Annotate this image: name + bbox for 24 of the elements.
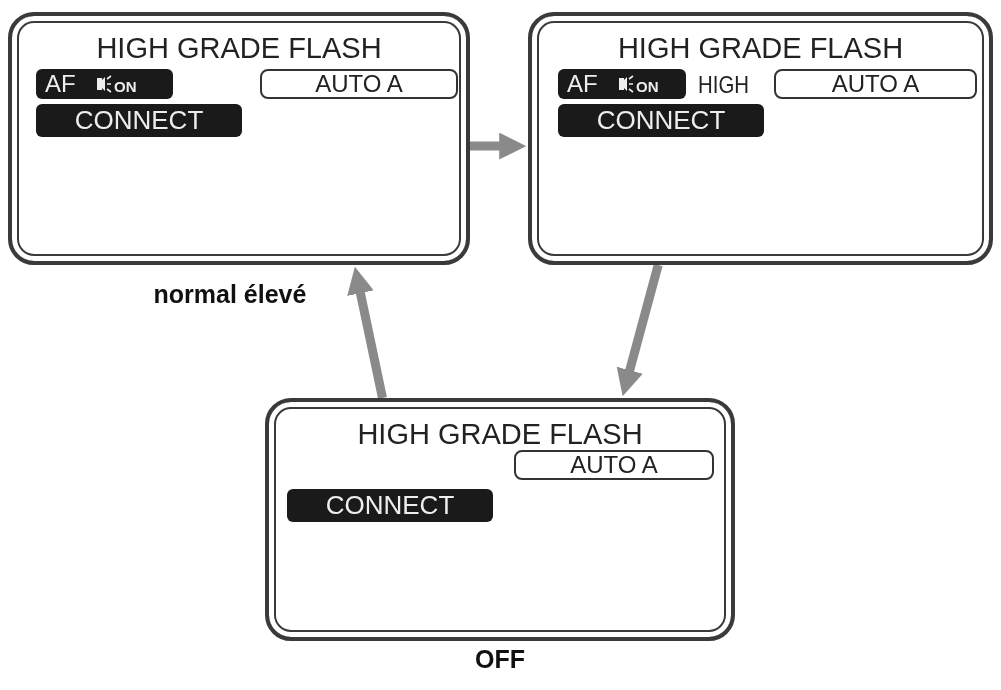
- screen-title: HIGH GRADE FLASH: [95, 32, 383, 65]
- lcd-screen: [8, 12, 470, 265]
- badge-text: AF: [45, 71, 76, 97]
- connect-indicator: CONNECT: [36, 104, 242, 137]
- indicator-badge: [36, 69, 173, 99]
- mode-display: AUTO A: [774, 69, 977, 99]
- arrow: [470, 132, 527, 160]
- lcd-screen: [265, 398, 735, 641]
- state-caption: normal élevé: [152, 280, 308, 309]
- status-text: HIGH: [698, 71, 749, 99]
- indicator-badge: [558, 69, 686, 99]
- badge-text: AF: [567, 71, 598, 97]
- badge-subscript: ON: [114, 78, 137, 95]
- state-caption: OFF: [474, 645, 526, 674]
- screen-title: HIGH GRADE FLASH: [616, 32, 905, 65]
- connect-indicator: CONNECT: [287, 489, 493, 522]
- badge-subscript: ON: [636, 78, 659, 95]
- arrow: [347, 266, 387, 399]
- mode-display: AUTO A: [260, 69, 458, 99]
- screen-title: HIGH GRADE FLASH: [356, 418, 644, 451]
- arrow: [616, 263, 663, 397]
- mode-display: AUTO A: [514, 450, 714, 480]
- lcd-screen: [528, 12, 993, 265]
- connect-indicator: CONNECT: [558, 104, 764, 137]
